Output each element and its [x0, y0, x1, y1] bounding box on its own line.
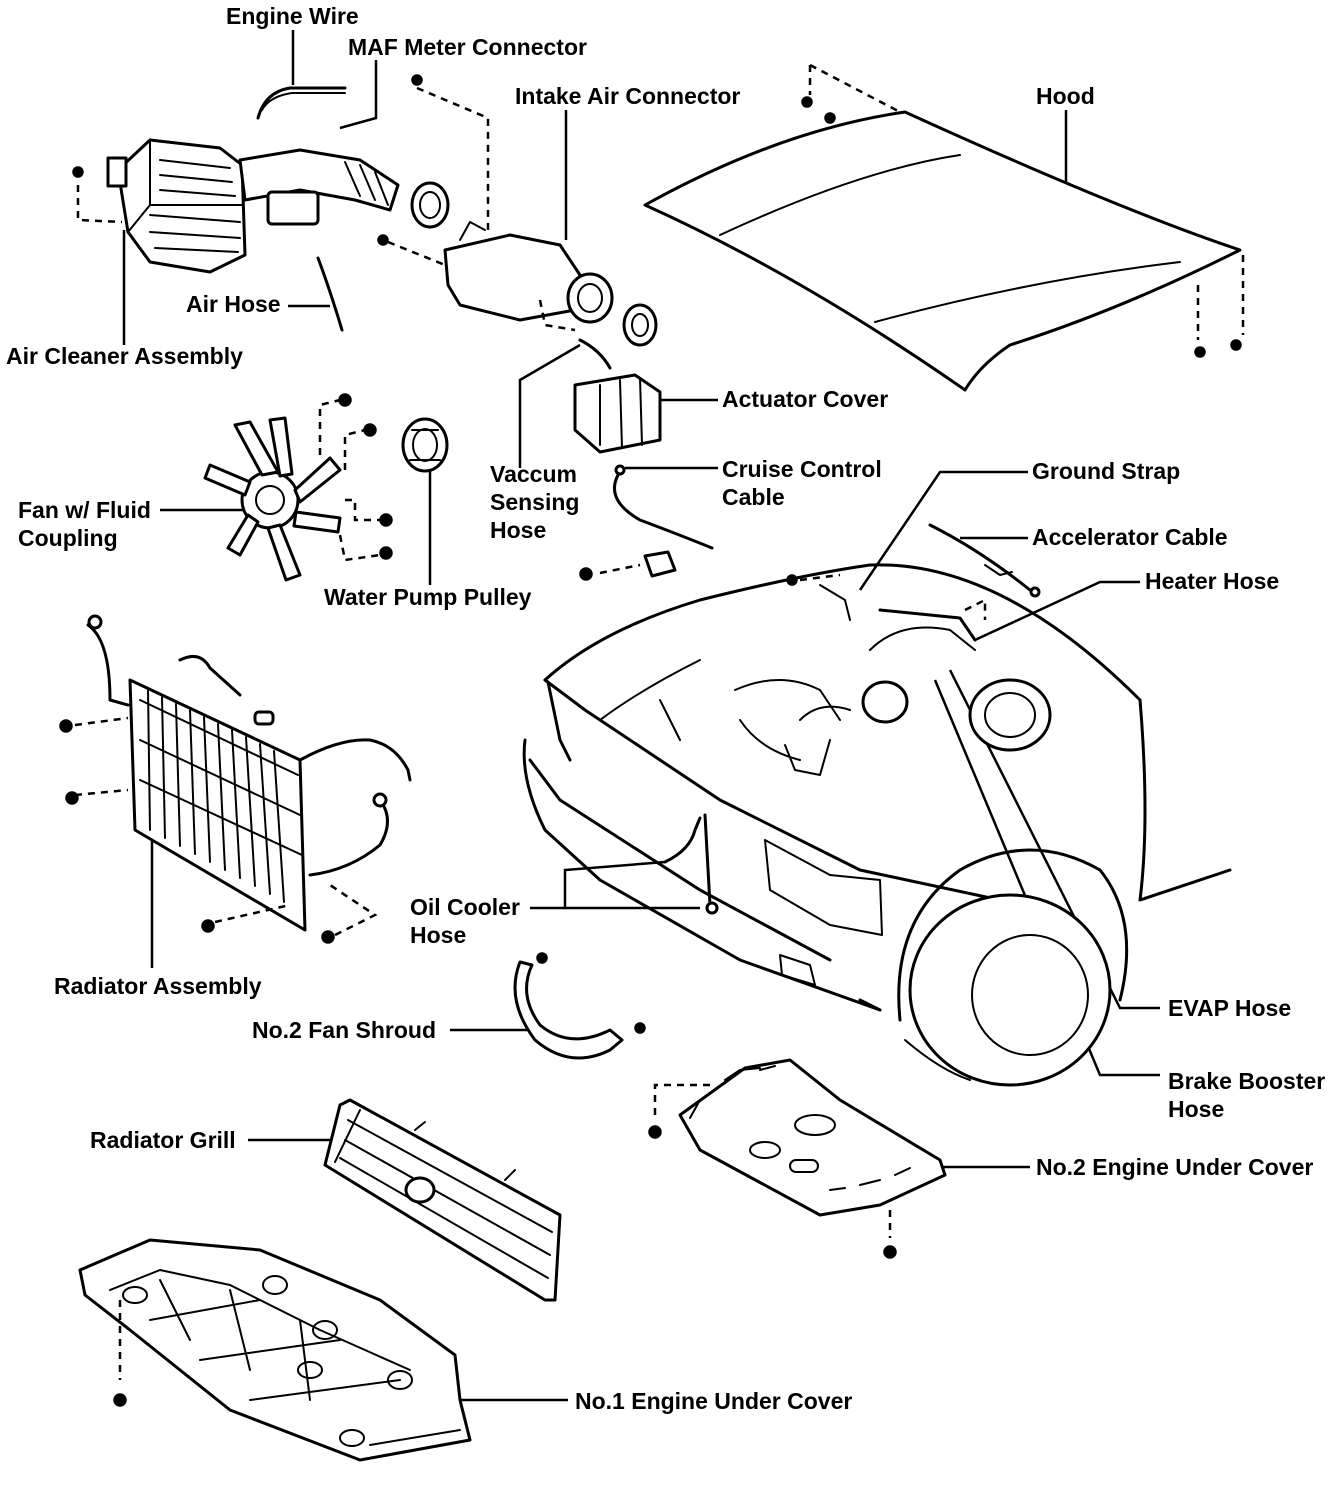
- engine-wire-label: Engine Wire: [226, 3, 359, 29]
- hood-part: [643, 63, 1245, 392]
- maf-meter-connector-label: MAF Meter Connector: [348, 34, 587, 60]
- water-pump-pulley-label: Water Pump Pulley: [324, 584, 532, 610]
- fan-with-fluid-coupling-label: Fan w/ Fluid Coupling: [18, 497, 151, 551]
- no2-engine-under-cover-label: No.2 Engine Under Cover: [1036, 1154, 1314, 1180]
- accelerator-cable-label: Accelerator Cable: [1032, 524, 1228, 550]
- radiator-grill-label: Radiator Grill: [90, 1127, 236, 1153]
- radiator-part: [59, 614, 412, 944]
- air-cleaner-part: [72, 138, 400, 332]
- air-cleaner-assembly-label: Air Cleaner Assembly: [6, 343, 243, 369]
- cruise-control-cable-part: [579, 464, 714, 581]
- no1-engine-under-cover-part: [78, 1238, 472, 1462]
- evap-hose-label: EVAP Hose: [1168, 995, 1292, 1021]
- hood-label: Hood: [1036, 83, 1095, 109]
- brake-booster-hose-label: Brake Booster Hose: [1168, 1068, 1326, 1122]
- actuator-cover-part: [573, 373, 662, 454]
- cruise-control-cable-label: Cruise Control Cable: [722, 456, 882, 510]
- vehicle-front-part: [522, 523, 1232, 1087]
- no2-fan-shroud-part: [513, 952, 646, 1060]
- ground-strap-label: Ground Strap: [1032, 458, 1181, 484]
- engine-wire-part: [256, 86, 347, 120]
- no1-engine-under-cover-label: No.1 Engine Under Cover: [575, 1388, 853, 1414]
- intake-air-connector-label: Intake Air Connector: [515, 83, 741, 109]
- water-pump-pulley-part: [401, 417, 449, 473]
- leader-lines: [122, 30, 1160, 1402]
- oil-cooler-hose-label: Oil Cooler Hose: [410, 894, 520, 948]
- air-hose-label: Air Hose: [186, 291, 281, 317]
- radiator-grill-part: [323, 1098, 562, 1302]
- vaccum-sensing-hose-label: Vaccum Sensing Hose: [490, 461, 580, 543]
- radiator-assembly-label: Radiator Assembly: [54, 973, 262, 999]
- no2-fan-shroud-label: No.2 Fan Shroud: [252, 1017, 436, 1043]
- fan-part: [203, 393, 393, 582]
- actuator-cover-label: Actuator Cover: [722, 386, 889, 412]
- heater-hose-label: Heater Hose: [1145, 568, 1280, 594]
- intake-air-connector-part: [377, 74, 658, 370]
- no2-engine-under-cover-part: [648, 1058, 947, 1259]
